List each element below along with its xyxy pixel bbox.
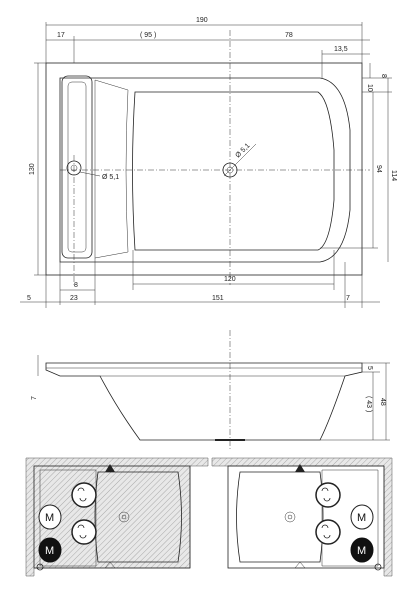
dim-7: 7 bbox=[346, 295, 350, 302]
motor-label-right-bottom: M bbox=[357, 545, 366, 557]
motor-icon-right-top bbox=[350, 504, 374, 530]
dim-13-5: 13,5 bbox=[334, 46, 348, 53]
drain-right-inner bbox=[287, 514, 293, 520]
marker-top-right bbox=[295, 464, 305, 472]
valve-left bbox=[36, 563, 44, 571]
motor-icon-left-bottom bbox=[38, 537, 62, 563]
overflow-diameter-label: Ø 5,1 bbox=[102, 174, 119, 181]
dim-190: 190 bbox=[196, 17, 208, 24]
motor-icon-right-bottom bbox=[350, 537, 374, 563]
dim-78: 78 bbox=[285, 32, 293, 39]
tub-basin bbox=[132, 91, 335, 251]
plan-view-left: M M bbox=[25, 457, 209, 577]
wall-hatch-right bbox=[211, 457, 393, 577]
dim-7-side: 7 bbox=[31, 396, 38, 400]
jet-icon-left-bottom bbox=[71, 519, 97, 545]
dim-43: ( 43 ) bbox=[365, 396, 372, 412]
top-view: Ø 5,1 Ø 5,1 190 17 ( 95 ) 78 13,5 8 10 1… bbox=[20, 17, 397, 308]
side-view: 7 5 ( 43 ) 48 bbox=[31, 330, 390, 450]
tub-side-profile bbox=[45, 362, 363, 441]
jet-icon-left-top bbox=[71, 482, 97, 508]
tub-rim-right bbox=[227, 465, 385, 569]
overflow-leader bbox=[79, 171, 101, 177]
dim-130: 130 bbox=[29, 163, 36, 175]
drain-right bbox=[284, 511, 296, 523]
plan-view-right: M M bbox=[211, 457, 393, 577]
motor-label-right-top: M bbox=[357, 512, 366, 524]
dim-114: 114 bbox=[390, 170, 397, 181]
jet-icon-right-top bbox=[315, 482, 341, 508]
dim-17: 17 bbox=[57, 32, 65, 39]
jet-swirl-right-top bbox=[321, 487, 331, 502]
headrest-panel bbox=[94, 79, 129, 259]
dim-5: 5 bbox=[27, 295, 31, 302]
tub-basin-right bbox=[236, 471, 324, 563]
marker-bottom-right bbox=[294, 561, 306, 569]
jet-swirl-right-bottom bbox=[321, 524, 331, 539]
dim-8: 8 bbox=[380, 74, 387, 78]
tub-shell bbox=[59, 77, 351, 263]
motor-label-left-top: M bbox=[45, 512, 54, 524]
tub-end-left bbox=[39, 469, 97, 567]
drain-left bbox=[118, 511, 130, 523]
dim-5-side: 5 bbox=[366, 366, 373, 370]
drain-left-inner bbox=[121, 514, 127, 520]
valve-right bbox=[374, 563, 382, 571]
marker-bottom-left bbox=[104, 561, 116, 569]
motor-icon-left-top bbox=[38, 504, 62, 530]
dim-23: 23 bbox=[70, 295, 78, 302]
drain-leader bbox=[223, 143, 257, 177]
jet-icon-right-bottom bbox=[315, 519, 341, 545]
jet-swirl-left-bottom bbox=[77, 524, 87, 539]
dim-95: ( 95 ) bbox=[140, 32, 156, 39]
dim-94: 94 bbox=[375, 165, 382, 173]
dim-8-bottom: 8 bbox=[74, 282, 78, 289]
jet-swirl-left-top bbox=[77, 487, 87, 502]
dim-120: 120 bbox=[224, 276, 236, 283]
tub-outer-rim bbox=[45, 62, 363, 276]
dim-151: 151 bbox=[212, 295, 224, 302]
overflow-channel-inner bbox=[67, 81, 87, 253]
overflow-channel bbox=[61, 75, 93, 259]
dim-48: 48 bbox=[379, 398, 386, 406]
marker-top-left bbox=[105, 464, 115, 472]
motor-label-left-bottom: M bbox=[45, 545, 54, 557]
tub-basin-left bbox=[94, 471, 182, 563]
dim-10: 10 bbox=[366, 84, 373, 92]
